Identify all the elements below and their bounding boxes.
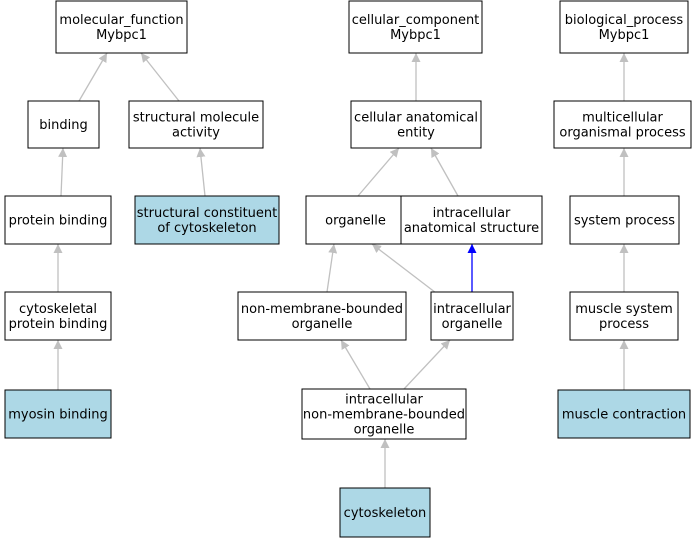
node-label-line: Mybpc1: [96, 28, 147, 43]
node-label-line: cytoskeletal: [19, 302, 97, 317]
node-label-line: Mybpc1: [599, 28, 650, 43]
node-label-line: system process: [574, 214, 675, 229]
node-box: [4, 389, 112, 439]
edge-bind-to-mf: [78, 52, 108, 102]
node-label-line: muscle system: [575, 302, 673, 317]
node-box: [348, 0, 483, 54]
node-label-line: intracellular: [433, 302, 511, 317]
edge-inmb-to-nmb: [340, 339, 371, 390]
node-box: [128, 100, 264, 149]
node-box: [350, 100, 482, 149]
node-label-line: cellular_component: [352, 13, 480, 28]
node-mc[interactable]: muscle contraction: [557, 389, 691, 439]
node-label-line: molecular_function: [59, 13, 183, 28]
node-box: [4, 195, 112, 245]
node-label-line: muscle contraction: [562, 408, 686, 423]
node-label-line: myosin binding: [8, 408, 108, 423]
node-label-line: anatomical structure: [404, 221, 539, 236]
node-label-line: cytoskeleton: [344, 506, 427, 521]
node-box: [305, 195, 406, 245]
node-box: [569, 195, 680, 245]
node-inmb[interactable]: intracellularnon-membrane-boundedorganel…: [301, 388, 467, 440]
node-sp[interactable]: system process: [569, 195, 680, 245]
node-box: [55, 0, 188, 54]
node-label-line: protein binding: [9, 214, 108, 229]
node-label-line: intracellular: [433, 206, 511, 221]
node-label-line: multicellular: [582, 111, 663, 126]
edge-sma-to-mf: [140, 52, 180, 102]
node-label-line: cellular anatomical: [354, 111, 478, 126]
node-label-line: organelle: [292, 317, 353, 332]
node-label-line: intracellular: [345, 393, 423, 408]
edge-scc-to-sma: [196, 147, 206, 197]
node-box: [237, 291, 407, 341]
node-label-line: non-membrane-bounded: [303, 408, 465, 423]
node-label-line: Mybpc1: [390, 28, 441, 43]
node-cyto[interactable]: cytoskeleton: [339, 487, 431, 538]
node-box: [557, 389, 691, 439]
node-bind[interactable]: binding: [27, 100, 100, 149]
node-label-line: organismal process: [559, 126, 685, 141]
node-box: [134, 195, 280, 245]
edge-pb-to-bind: [58, 147, 68, 197]
node-box: [553, 100, 692, 149]
node-label-line: entity: [397, 126, 435, 141]
node-label-line: activity: [172, 126, 220, 141]
node-box: [400, 195, 543, 245]
edges-layer: [53, 52, 629, 488]
node-myo[interactable]: myosin binding: [4, 389, 112, 439]
edge-nmb-to-org: [326, 243, 338, 293]
node-label-line: biological_process: [565, 13, 684, 28]
node-box: [569, 291, 679, 341]
node-box: [301, 388, 467, 440]
node-label-line: non-membrane-bounded: [241, 302, 403, 317]
node-label-line: process: [599, 317, 649, 332]
node-label-line: binding: [39, 118, 87, 133]
node-box: [339, 487, 431, 538]
node-box: [430, 291, 514, 341]
node-org[interactable]: organelle: [305, 195, 406, 245]
node-box: [4, 291, 112, 341]
edge-ias-to-cae: [430, 147, 459, 197]
edge-io-to-org: [371, 243, 441, 297]
node-label-line: of cytoskeleton: [157, 221, 256, 236]
node-label-line: organelle: [442, 317, 503, 332]
node-label-line: organelle: [354, 423, 415, 438]
node-label-line: organelle: [325, 214, 386, 229]
node-box: [27, 100, 100, 149]
node-label-line: structural molecule: [133, 111, 259, 126]
node-box: [559, 0, 689, 54]
node-label-line: structural constituent: [137, 206, 278, 221]
edge-inmb-to-io: [403, 339, 451, 390]
edge-org-to-cae: [357, 147, 400, 197]
node-label-line: protein binding: [9, 317, 108, 332]
node-pb[interactable]: protein binding: [4, 195, 112, 245]
